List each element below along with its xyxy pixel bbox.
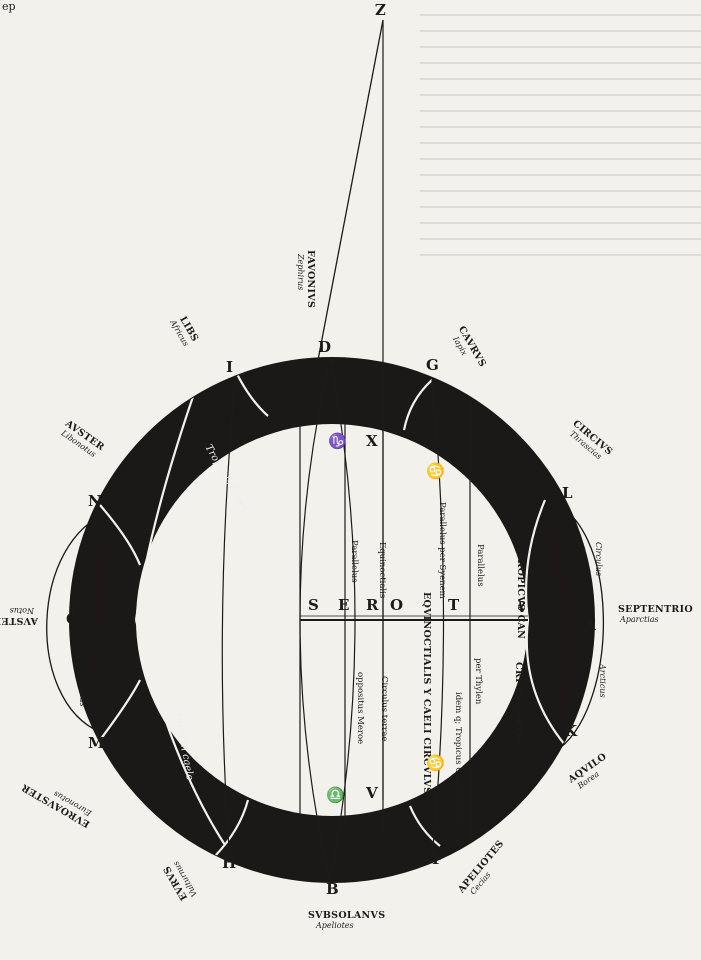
bleed-through-text bbox=[420, 0, 701, 400]
band-curve-6 bbox=[214, 799, 250, 857]
label-v: V bbox=[365, 784, 378, 802]
wind-septentrio: SEPTENTRIO bbox=[618, 604, 693, 615]
label-o: O bbox=[390, 596, 403, 614]
band-curve-5 bbox=[99, 679, 141, 741]
label-p: P bbox=[518, 600, 525, 611]
label-a: A bbox=[583, 616, 596, 634]
sign-capricorn: ♑ bbox=[328, 432, 347, 450]
text-cri-in-caelo: CRI IN CAELO bbox=[513, 662, 524, 742]
cap-south-inner bbox=[86, 512, 110, 732]
band-curve-2 bbox=[235, 371, 269, 417]
wind-subsolanus: SVBSOLANVS bbox=[308, 910, 385, 921]
band-curve-1 bbox=[134, 387, 198, 621]
label-e: E bbox=[338, 596, 349, 614]
wind-subsolanus-sub: Apeliotes bbox=[315, 921, 354, 930]
text-parallelus-syenen: Parallelus per Syenem bbox=[437, 502, 447, 599]
label-circulus-n: Circulus bbox=[594, 542, 603, 576]
cap-south bbox=[46, 511, 111, 733]
text-parallelus-2: Parallelus bbox=[349, 540, 359, 583]
cap-north bbox=[545, 499, 605, 749]
text-oppositus-meroe: oppositus Meroe bbox=[355, 672, 365, 744]
wind-favonius: FAVONIVS bbox=[305, 250, 316, 308]
label-h: H bbox=[222, 854, 236, 872]
label-c: C bbox=[66, 610, 78, 628]
label-d: D bbox=[318, 338, 331, 356]
wind-auster-s-sub: Notus bbox=[10, 606, 35, 615]
label-x: X bbox=[366, 432, 378, 450]
label-k: K bbox=[564, 722, 578, 740]
corner-mark: ep bbox=[2, 0, 16, 13]
label-l: L bbox=[562, 484, 573, 502]
label-arcticus: Arcticus bbox=[598, 663, 607, 698]
line-z-d bbox=[317, 19, 384, 361]
label-circulus-s: Circulus bbox=[70, 582, 79, 616]
capricorn-curve bbox=[221, 371, 237, 863]
label-t: T bbox=[448, 596, 460, 614]
text-idem-tropicus: idem q; Tropicus Cancri interra bbox=[453, 692, 463, 828]
label-g: G bbox=[426, 356, 439, 374]
text-aequinoctialis: Equinoctialis bbox=[377, 542, 387, 598]
text-circulus-terrae: Circulus terrae bbox=[379, 676, 389, 741]
label-antarcticus: Antarcticus bbox=[78, 659, 87, 707]
label-s: S bbox=[308, 596, 319, 614]
sign-libra: ♎ bbox=[326, 786, 345, 804]
wind-septentrio-sub: Aparctias bbox=[619, 615, 659, 624]
band-curve-9 bbox=[134, 619, 226, 846]
text-parallelus-1: Parallelus bbox=[475, 544, 485, 587]
band-curve-7 bbox=[408, 805, 441, 847]
sign-cancer-2: ♋ bbox=[426, 754, 445, 772]
text-per-thylen: per Thylen bbox=[473, 658, 483, 705]
sign-cancer-1: ♋ bbox=[426, 462, 445, 480]
label-m: M bbox=[88, 734, 105, 752]
cap-north-inner bbox=[546, 500, 574, 748]
label-n: N bbox=[88, 492, 102, 510]
label-i: I bbox=[226, 358, 233, 376]
band-curve-4 bbox=[99, 504, 142, 566]
label-r: R bbox=[366, 596, 379, 614]
wind-favonius-sub: Zephirus bbox=[296, 253, 305, 290]
band-curve-3 bbox=[402, 379, 433, 431]
wind-auster-s: AVSTER bbox=[0, 615, 39, 626]
label-b: B bbox=[326, 880, 339, 898]
label-f: F bbox=[432, 850, 443, 868]
label-z: Z bbox=[375, 0, 386, 18]
text-equinoctialis-caeli: EQVINOCTIALIS Y CAELI CIRCVLVS bbox=[421, 592, 432, 794]
point-d-dot bbox=[329, 357, 335, 363]
text-tropicus-can: TROPICVS CAN bbox=[515, 552, 526, 639]
point-p-dot bbox=[520, 608, 524, 612]
